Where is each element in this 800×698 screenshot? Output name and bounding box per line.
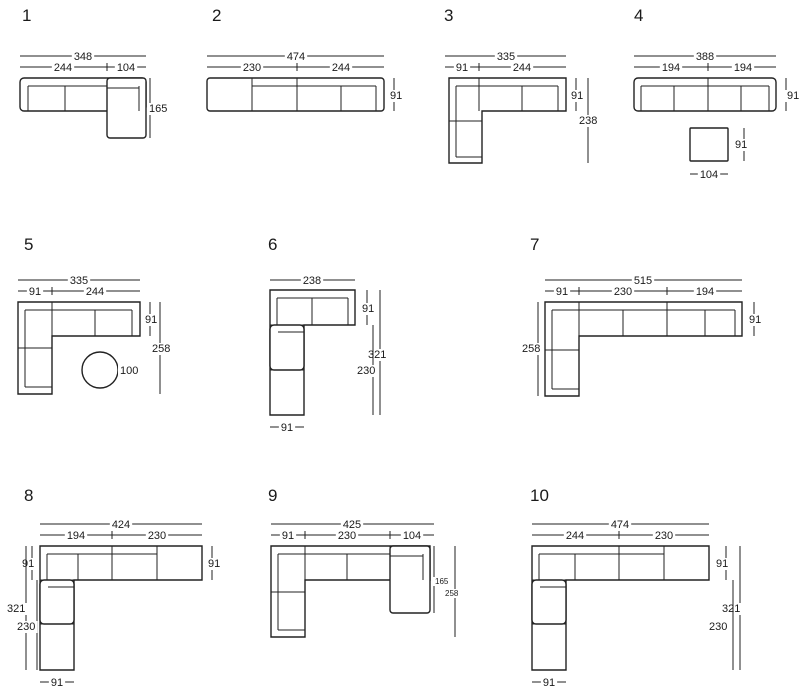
sofa-l-shape [544,301,743,397]
chaise-width-label: 104 [403,530,421,542]
side-length-label: 238 [579,115,597,127]
chaise-length-label: 230 [709,621,727,633]
overall-width-label: 335 [70,275,88,287]
side-length-label: 321 [368,349,386,361]
depth-label: 91 [390,90,402,102]
chaise-length-label: 230 [357,365,375,377]
depth-label: 91 [362,303,374,315]
overall-width-label: 335 [497,51,515,63]
sofa-width-label: 244 [513,62,531,74]
side-length-label: 258 [152,343,170,355]
corner-width-label: 91 [29,286,41,298]
sofa-main [206,77,385,112]
segment-width-label: 194 [67,530,85,542]
configuration-8: 8 424 194 230 91 321 230 91 91 [5,486,223,689]
config-number: 6 [268,235,277,254]
side-length-label: 258 [522,343,540,355]
side-length-label: 321 [722,603,740,615]
configuration-6: 6 238 91 321 230 91 [268,235,389,434]
depth-label: 91 [571,90,583,102]
segment-width-label: 230 [338,530,356,542]
configuration-10: 10 474 244 230 91 321 230 91 [530,486,743,689]
overall-width-label: 515 [634,275,652,287]
config-number: 4 [634,6,643,25]
corner-width-label: 91 [456,62,468,74]
config-number: 7 [530,235,539,254]
config-number: 10 [530,486,549,505]
segment-width-label: 194 [696,286,714,298]
depth-label: 91 [145,314,157,326]
ottoman [689,127,729,162]
configuration-3: 3 335 91 244 91 238 [444,6,600,164]
overall-width-label: 424 [112,519,130,531]
config-number: 8 [24,486,33,505]
segment-width-label: 194 [662,62,680,74]
corner-width-label: 91 [556,286,568,298]
width-label: 91 [51,677,63,689]
corner-width-label: 91 [282,530,294,542]
config-number: 5 [24,235,33,254]
chaise-width-label: 104 [117,62,135,74]
sofa-width-label: 244 [54,62,72,74]
config-number: 2 [212,6,221,25]
depth-label: 91 [716,558,728,570]
config-number: 9 [268,486,277,505]
overall-width-label: 425 [343,519,361,531]
sofa-l-shape [448,77,567,164]
segment-width-label: 194 [734,62,752,74]
ottoman-depth-label: 91 [735,139,747,151]
overall-width-label: 348 [74,51,92,63]
round-ottoman [81,351,119,389]
segment-width-label: 230 [148,530,166,542]
configuration-2: 2 474 230 244 91 [206,6,405,112]
depth-label: 91 [787,90,799,102]
depth-label: 165 [149,103,167,115]
segment-width-label: 244 [332,62,350,74]
configuration-5: 5 335 91 244 100 91 258 [17,235,173,395]
depth-label: 91 [208,558,220,570]
configuration-4: 4 388 194 194 91 91 104 [633,6,800,181]
ottoman-diameter-label: 100 [120,365,138,377]
config-number: 3 [444,6,453,25]
ottoman-width-label: 104 [700,169,718,181]
configuration-9: 9 425 91 230 104 165 258 [268,486,461,638]
chaise-module [106,77,147,139]
overall-width-label: 474 [287,51,305,63]
side-length-label: 258 [445,589,459,598]
configuration-7: 7 515 91 230 194 258 91 [520,235,764,397]
chaise-depth-label: 165 [435,577,449,586]
overall-width-label: 474 [611,519,629,531]
overall-width-label: 238 [303,275,321,287]
side-length-label: 321 [7,603,25,615]
width-label: 91 [281,422,293,434]
depth-label: 91 [22,558,34,570]
sofa-width-label: 244 [86,286,104,298]
segment-width-label: 244 [566,530,584,542]
overall-width-label: 388 [696,51,714,63]
depth-label: 91 [749,314,761,326]
segment-width-label: 230 [243,62,261,74]
sofa-main [633,77,777,112]
chaise-length-label: 230 [17,621,35,633]
segment-width-label: 230 [614,286,632,298]
segment-width-label: 230 [655,530,673,542]
config-number: 1 [22,6,31,25]
configuration-1: 1 348 244 104 165 [19,6,170,139]
width-label: 91 [543,677,555,689]
